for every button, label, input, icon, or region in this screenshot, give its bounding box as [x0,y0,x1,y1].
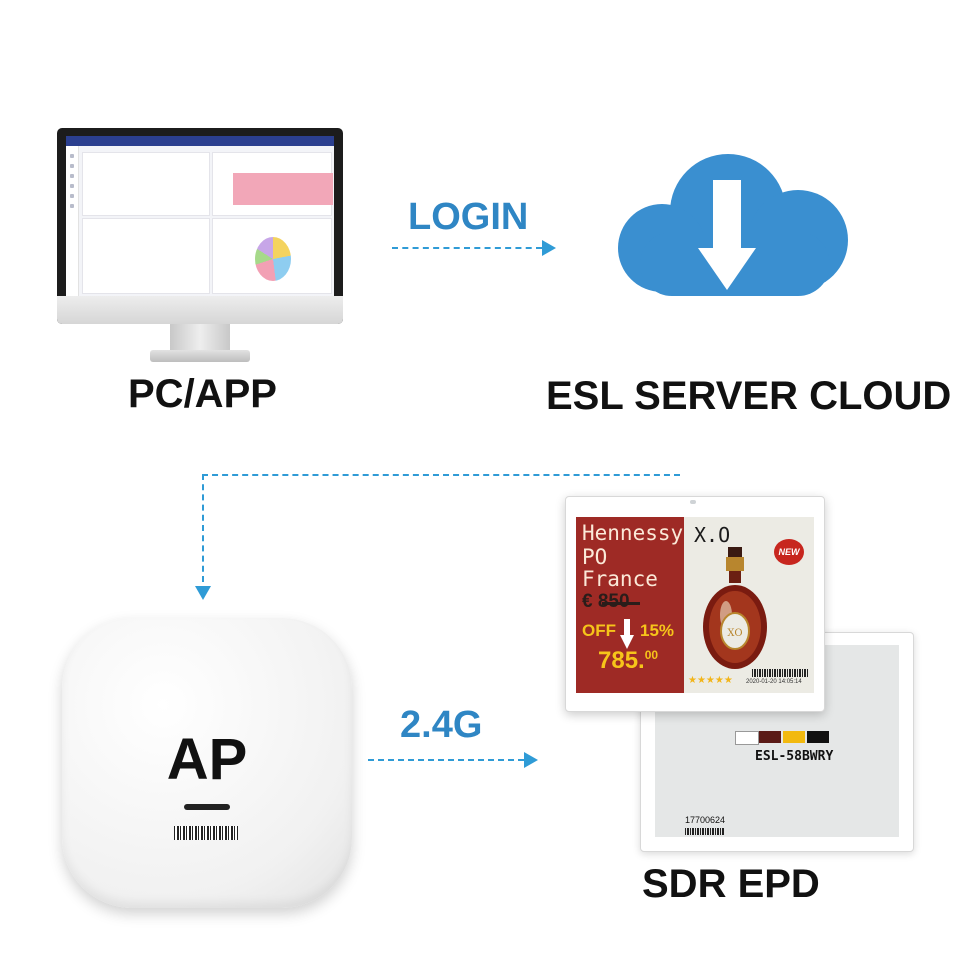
tag-front-face: Hennessy PO France € 850 OFF 15% 785.00 … [576,517,814,693]
band-arrowhead [524,752,538,768]
product-line: PO [582,545,608,569]
strike-line [602,602,640,605]
cloud-download-icon [618,154,848,296]
sdr-epd-label: SDR EPD [642,862,820,906]
line-panel [82,218,210,294]
pink-block [233,173,333,205]
color-strip-red [759,731,781,743]
monitor-icon [57,128,343,324]
ap-status-led [184,804,230,810]
login-arrowhead [542,240,556,256]
dashboard-screen [66,136,334,296]
stats-panel [82,152,210,216]
monitor-chin [57,296,343,324]
tag-model-code: ESL-58BWRY [755,749,834,764]
tag-front-barcode [752,669,808,677]
cloud-ap-connector-top [202,474,680,476]
login-arrow-line [392,247,542,249]
e-paper-price-tag: Hennessy PO France € 850 OFF 15% 785.00 … [565,496,825,712]
new-badge: NEW [774,539,804,565]
color-strip-yellow [783,731,805,743]
down-arrow-icon [620,619,634,649]
band-arrow-line [368,759,524,761]
color-strip-black [807,731,829,743]
rating-stars: ★★★★★ [688,675,733,686]
band-label: 2.4G [400,704,483,746]
svg-text:XO: XO [727,628,742,639]
bar-panel [212,152,333,216]
red-price-panel: Hennessy PO France € 850 OFF 15% 785.00 [576,517,684,693]
app-sidebar [66,146,79,296]
access-point-device: AP [62,618,352,908]
product-origin: France [582,567,658,591]
cognac-bottle-image: XO [703,547,767,669]
pie-panel [212,218,332,294]
mini-pie-chart [255,237,291,281]
pc-app-label: PC/APP [128,372,277,416]
esl-server-cloud-label: ESL SERVER CLOUD [546,374,952,418]
old-price: € 850 [582,591,640,613]
tag-timestamp: 2020-01-20 14:05:14 [746,679,802,685]
ap-barcode [174,826,238,840]
color-strip-white [735,731,759,745]
old-price-text: € 850 [582,591,630,612]
discount-percent: 15% [640,621,675,640]
tag-id: 17700624 [685,815,726,825]
ap-arrowhead [195,586,211,600]
login-label: LOGIN [408,196,529,238]
tag-back-barcode [685,828,725,835]
product-brand: Hennessy [582,521,684,545]
cloud-ap-connector-down [202,474,204,582]
monitor-stand-base [150,350,250,362]
new-price-main: 785. [598,647,645,674]
tag-sensor [690,500,696,504]
ap-label: AP [166,727,248,792]
product-grade: X.O [694,523,731,547]
new-price: 785.00 [598,647,658,675]
off-label: OFF [582,621,616,640]
monitor-stand-neck [170,324,230,354]
new-price-cents: 00 [644,648,659,662]
app-topbar [66,136,334,146]
